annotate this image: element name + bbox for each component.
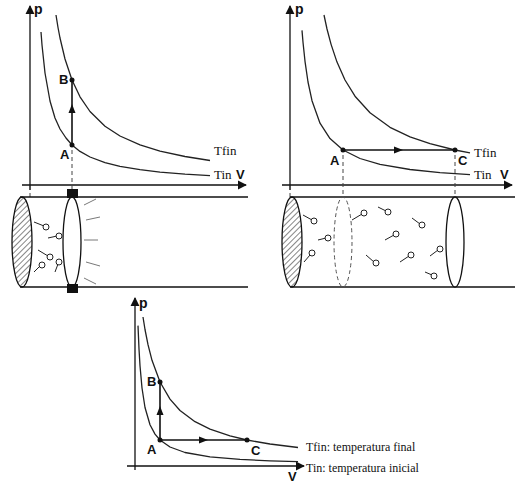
process-arrow	[69, 78, 76, 148]
process-arrow	[157, 380, 250, 444]
point-label: C	[251, 444, 260, 457]
axes	[282, 6, 512, 190]
isotherm	[302, 15, 470, 175]
axis-label: V	[288, 470, 297, 483]
process-arrow	[341, 147, 458, 154]
axis-label: p	[34, 2, 43, 16]
axes	[22, 6, 246, 190]
curve-label: Tfin	[474, 146, 496, 159]
point-label: A	[330, 154, 339, 167]
point-label: A	[60, 148, 69, 161]
axis-label: p	[139, 296, 148, 310]
curve-label: Tfin: temperatura final	[306, 441, 415, 453]
curve-label: Tin: temperatura inicial	[306, 462, 419, 474]
cylinder	[12, 189, 248, 293]
cylinder	[282, 197, 515, 287]
curve-label: Tin	[214, 168, 232, 181]
axis-label: V	[236, 168, 245, 181]
curve-label: Tin	[474, 168, 492, 181]
point-label: B	[147, 375, 156, 388]
point-label: C	[458, 154, 467, 167]
axis-label: V	[500, 168, 509, 181]
point-label: A	[147, 443, 156, 456]
isotherm	[41, 15, 210, 176]
axes	[127, 298, 304, 470]
curve-label: Tfin	[214, 144, 236, 157]
isotherm	[138, 317, 298, 462]
guide-line	[290, 155, 455, 200]
point-label: B	[59, 73, 68, 86]
axis-label: p	[295, 2, 304, 16]
